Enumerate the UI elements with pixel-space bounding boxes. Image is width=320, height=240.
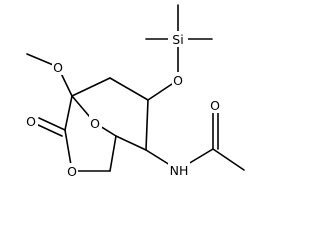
bond-carbonyl-double-b — [35, 123, 63, 137]
atom-si: Si — [168, 31, 188, 47]
atom-nh: NH — [168, 162, 190, 178]
chemical-structure: Si O O O O O NH O — [25, 4, 245, 179]
bond-amide-methyl — [212, 148, 245, 171]
atom-si-label: Si — [172, 32, 183, 47]
atom-o-carbonyl: O — [25, 113, 38, 129]
atom-o-silyl: O — [172, 72, 185, 88]
atom-o-carbonyl-label: O — [26, 114, 36, 129]
atom-o-silyl-label: O — [173, 73, 183, 88]
bond-c-carbonyl-c2 — [64, 95, 73, 131]
bond-c4-c3 — [109, 77, 149, 101]
atom-o-amide: O — [209, 97, 222, 113]
bond-c5-c6 — [115, 135, 147, 151]
bonds — [26, 4, 245, 172]
bond-carbonyl-double-a — [38, 117, 66, 131]
bond-c3-c2 — [71, 77, 111, 97]
atom-labels: Si O O O O O NH O — [25, 31, 222, 179]
bond-c6-ch2 — [109, 135, 117, 172]
atom-o-lactone-label: O — [67, 164, 77, 179]
atom-o-amide-label: O — [210, 98, 220, 113]
atom-o-bridge: O — [89, 115, 102, 131]
atom-o-methoxy: O — [52, 59, 65, 75]
atom-o-bridge-label: O — [90, 116, 100, 131]
atom-nh-label: NH — [170, 163, 189, 178]
atom-o-methoxy-label: O — [53, 60, 63, 75]
atom-o-lactone: O — [65, 163, 78, 179]
bond-c4-c5 — [145, 99, 149, 151]
